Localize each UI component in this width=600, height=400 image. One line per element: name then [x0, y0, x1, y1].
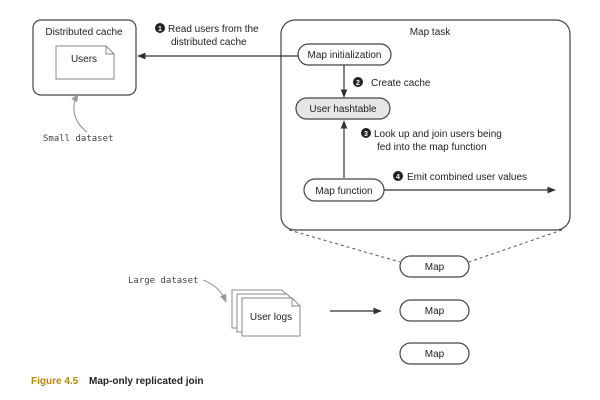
step-2-text: Create cache: [371, 78, 431, 89]
map-initialization-label: Map initialization: [308, 50, 382, 61]
user-logs-files-icon: [231, 289, 301, 337]
step-4-number: 4: [396, 174, 400, 181]
map-label-3: Map: [425, 349, 445, 360]
step-3-label: 3 Look up and join users being fed into …: [361, 128, 502, 153]
large-dataset-arrow: [202, 279, 227, 303]
step-1-number: 1: [158, 26, 162, 33]
map-label-1: Map: [425, 262, 445, 273]
distributed-cache-box: Distributed cache Users: [32, 19, 137, 96]
figure-label: Figure 4.5: [31, 376, 79, 387]
figure-caption: Figure 4.5 Map-only replicated join: [31, 376, 204, 387]
large-dataset-label: Large dataset: [128, 276, 198, 286]
zoom-line-left: [288, 229, 401, 263]
step-1-line-2: distributed cache: [171, 37, 247, 48]
users-file-label: Users: [71, 54, 97, 65]
step-3-line-1: Look up and join users being: [374, 129, 502, 140]
map-task-title: Map task: [410, 27, 452, 38]
step-1-line-1: Read users from the: [168, 24, 259, 35]
map-node-3: Map: [399, 342, 470, 365]
map-node-1: Map: [399, 255, 470, 278]
small-dataset-arrow: [71, 93, 88, 133]
map-function-node: Map function: [303, 178, 385, 202]
figure-title: Map-only replicated join: [89, 376, 203, 387]
zoom-line-right: [468, 229, 563, 263]
step-1-label: 1 Read users from the distributed cache: [155, 23, 259, 48]
step-3-number: 3: [364, 131, 368, 138]
user-hashtable-label: User hashtable: [309, 104, 377, 115]
map-function-label: Map function: [315, 186, 372, 197]
step-2-label: 2 Create cache: [353, 77, 431, 89]
map-initialization-node: Map initialization: [297, 43, 392, 66]
step-2-number: 2: [356, 80, 360, 87]
distributed-cache-title: Distributed cache: [45, 27, 123, 38]
small-dataset-label: Small dataset: [43, 134, 113, 144]
user-hashtable-node: User hashtable: [295, 97, 391, 120]
map-node-2: Map: [399, 299, 470, 322]
step-4-label: 4 Emit combined user values: [393, 171, 527, 183]
users-file-icon: [55, 45, 115, 80]
map-task-box: Map task: [280, 19, 571, 231]
user-logs-label: User logs: [250, 312, 292, 323]
step-4-text: Emit combined user values: [407, 172, 527, 183]
map-label-2: Map: [425, 306, 445, 317]
step-3-line-2: fed into the map function: [377, 142, 487, 153]
